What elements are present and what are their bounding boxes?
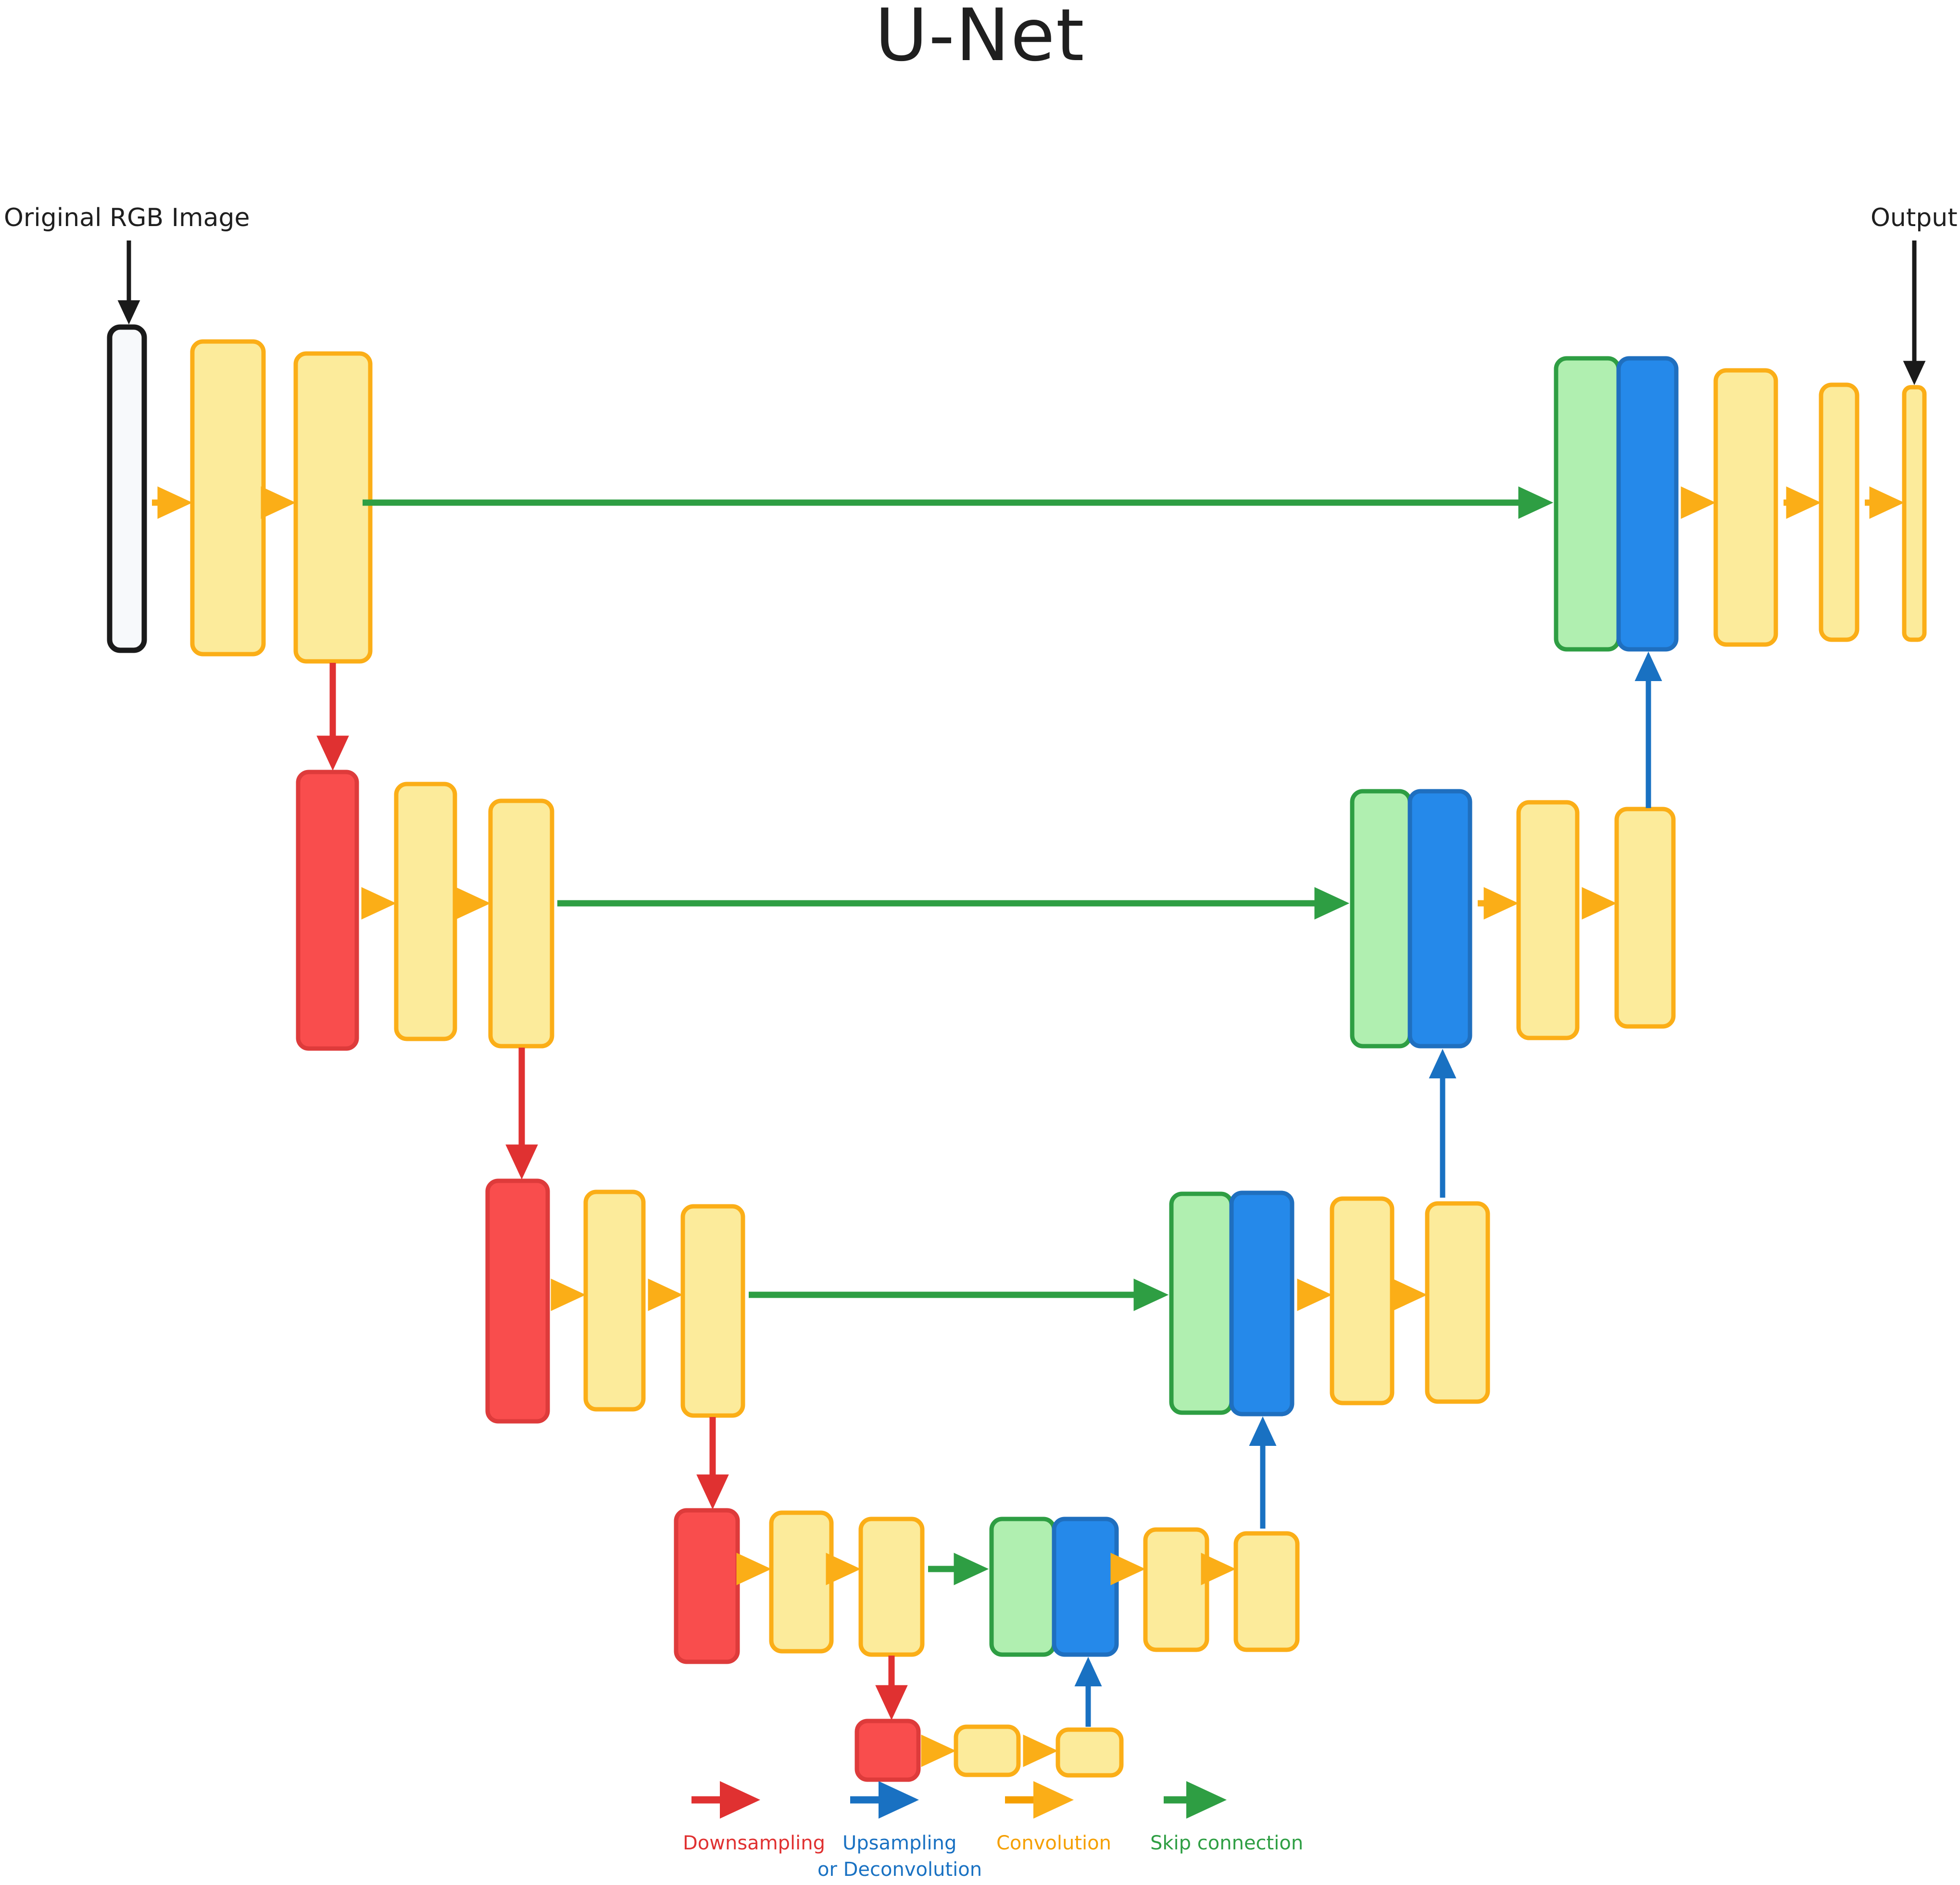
conv-block [1713,368,1778,647]
legend-label-upsampling: Upsampling [842,1832,956,1854]
legend-label-upsampling-line2: or Deconvolution [817,1859,982,1881]
downsample-block [674,1508,740,1664]
conv-block [1516,800,1580,1040]
conv-block [293,351,373,664]
conv-block [488,798,554,1049]
conv-block [769,1510,834,1654]
conv-block [1143,1527,1209,1652]
legend-item-skip: Skip connection [1150,1781,1303,1854]
skip-concat-block [989,1517,1056,1657]
conv-block [1614,807,1676,1029]
conv-block [1330,1196,1395,1405]
upsample-block [1616,356,1679,652]
flow-arrows [152,486,1905,1767]
legend-item-convolution: Convolution [996,1781,1111,1854]
conv-block [190,339,266,657]
legend-label-skip: Skip connection [1150,1832,1303,1854]
conv-block [1902,385,1927,642]
upsample-block [1229,1190,1294,1417]
skip-concat-block [1554,356,1621,652]
input-label: Original RGB Image [4,203,250,232]
legend-label-convolution: Convolution [996,1832,1111,1854]
conv-block [1055,1727,1124,1778]
legend-item-upsampling: Upsampling or Deconvolution [817,1781,982,1881]
conv-block [680,1204,745,1418]
conv-block [1425,1201,1490,1404]
feature-map-blocks [107,324,1927,1782]
legend-label-downsampling: Downsampling [683,1832,825,1854]
legend: Downsampling Upsampling or Deconvolution… [683,1781,1303,1881]
skip-concat-block [1169,1191,1234,1415]
conv-block [954,1724,1021,1777]
page-title: U-Net [875,0,1085,77]
conv-block [858,1517,925,1657]
conv-block [1233,1531,1300,1652]
legend-item-downsampling: Downsampling [683,1781,825,1854]
input-image-block [107,324,147,653]
conv-block [583,1189,646,1412]
output-label: Output [1871,203,1958,232]
skip-concat-block [1350,789,1412,1049]
downsample-block [296,770,359,1051]
upsample-block [1052,1517,1119,1657]
downsample-block [854,1719,921,1782]
downsample-block [485,1178,550,1424]
conv-block [394,782,457,1041]
upsample-block [1407,789,1472,1049]
conv-block [1819,382,1859,642]
